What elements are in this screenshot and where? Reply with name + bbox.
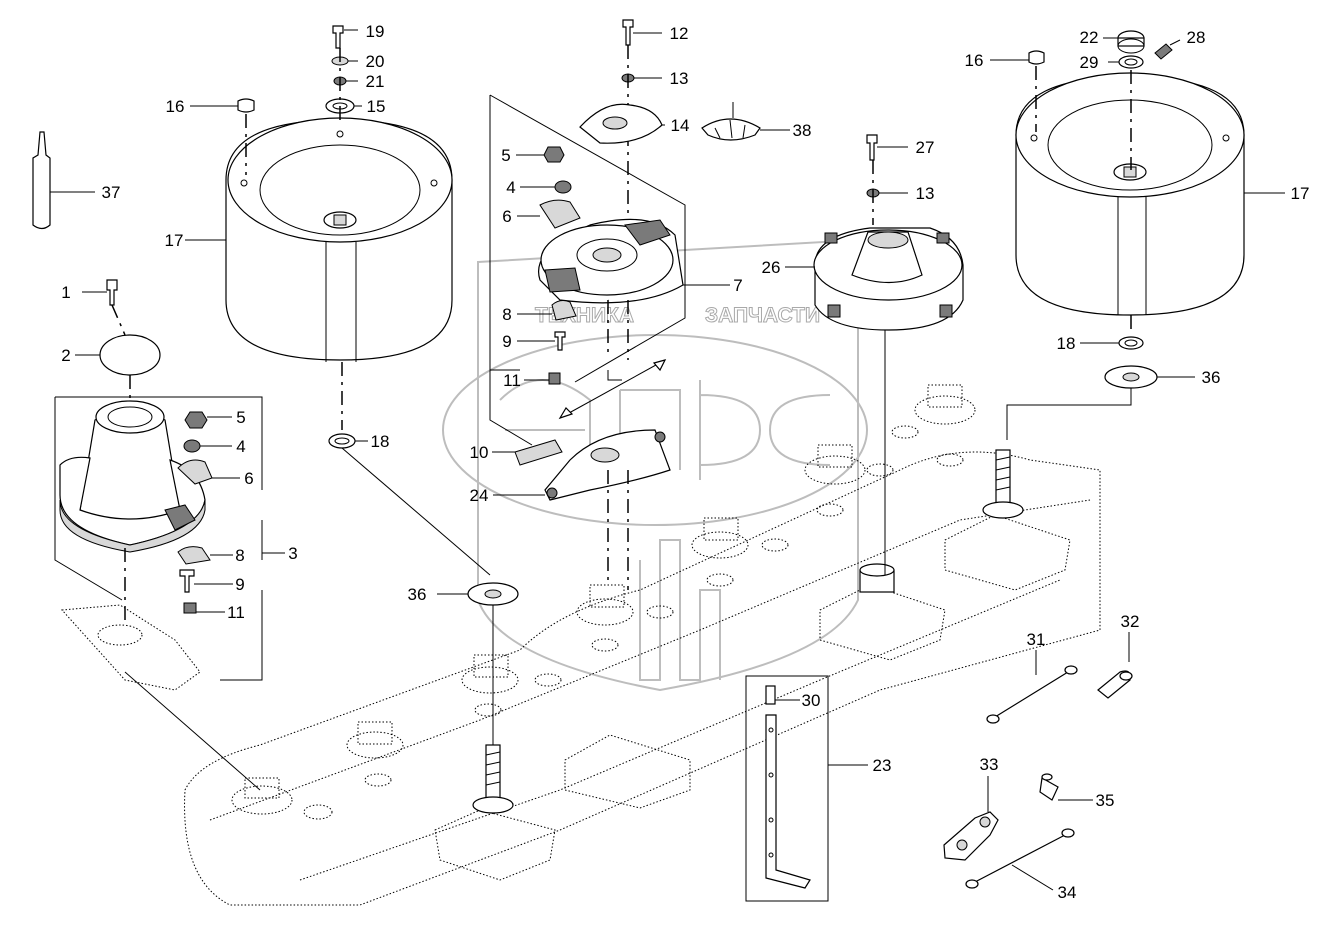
callout-31: 31 [1027,630,1046,649]
beam-left-hole [97,624,143,646]
beam-left-bracket [60,604,201,691]
callout-4a: 4 [236,437,245,456]
callout-1: 1 [61,283,70,302]
pin-32 [1097,632,1133,699]
callout-15: 15 [367,97,386,116]
callout-22: 22 [1080,28,1099,47]
drive-shaft-right [982,449,1024,519]
callout-9a: 9 [235,575,244,594]
rotor-hub-26 [785,134,964,575]
clamp-33 [943,776,999,861]
callout-34: 34 [1058,883,1077,902]
cotter-pin-35 [1039,773,1093,801]
beam-hub-5 [691,517,789,587]
callout-19: 19 [366,22,385,41]
callout-24: 24 [470,486,489,505]
beam-hub-4 [576,584,674,652]
callout-2: 2 [61,346,70,365]
callout-10: 10 [470,443,489,462]
linch-cable-34 [965,828,1075,891]
callout-18a: 18 [371,432,390,451]
callout-18b: 18 [1057,334,1076,353]
callout-8a: 8 [235,546,244,565]
callout-27: 27 [916,138,935,157]
callout-37: 37 [102,183,121,202]
callout-33: 33 [980,755,999,774]
watermark-buildings [639,539,721,681]
callout-12: 12 [670,24,689,43]
callout-7: 7 [733,276,742,295]
callout-6b: 6 [502,207,511,226]
callout-16a: 16 [166,97,185,116]
left-disc-assembly [54,279,285,791]
callout-38: 38 [793,121,812,140]
hub-center-right [859,563,895,593]
watermark-brand-left: ТЕХНИКА [535,304,634,327]
watermark-shield [477,238,859,692]
right-drum-cover [990,30,1285,316]
callout-23: 23 [873,756,892,775]
beam-hub-6 [804,444,894,517]
callout-13a: 13 [670,69,689,88]
left-drum-fasteners [190,25,362,175]
callout-21: 21 [366,72,385,91]
gearbox-housing-right [819,514,1071,661]
beam-hub-2 [346,721,404,787]
grease-tube [32,131,95,230]
callout-36b: 36 [1202,368,1221,387]
callout-8b: 8 [502,305,511,324]
callout-11a: 11 [227,603,245,622]
drive-shaft-left [472,744,514,814]
beam-hub-3 [461,654,562,717]
callout-9b: 9 [502,332,511,351]
callout-26: 26 [762,258,781,277]
beam-front-line [299,579,1061,881]
callout-6a: 6 [244,469,253,488]
linch-cable-31 [986,650,1078,724]
strip-23 [745,675,868,902]
callout-16b: 16 [965,51,984,70]
left-drum-cover [185,117,453,362]
callout-17a: 17 [165,231,184,250]
callout-17b: 17 [1291,184,1310,203]
callout-36a: 36 [408,585,427,604]
center-assembly [489,19,790,590]
callout-11b: 11 [503,371,521,390]
callout-20: 20 [366,52,385,71]
callout-labels: 1 2 3 4 4 5 5 6 6 7 8 8 9 9 10 11 11 12 … [61,22,1309,902]
right-drum-lower [1006,315,1195,440]
left-drum-ring-18 [328,362,491,576]
beam-inner-line [209,499,1091,821]
callout-4b: 4 [506,178,515,197]
callout-13b: 13 [916,184,935,203]
callout-32: 32 [1121,612,1140,631]
callout-28: 28 [1187,28,1206,47]
washer-36-left [437,582,519,745]
callout-35: 35 [1096,791,1115,810]
callout-30: 30 [802,691,821,710]
watermark-brand-right: ЗАПЧАСТИ [705,304,820,327]
callout-14: 14 [671,116,690,135]
beam-hub-1 [231,777,333,820]
beam-hub-7 [891,384,976,467]
callout-29: 29 [1080,53,1099,72]
callout-3: 3 [288,544,297,563]
callout-5b: 5 [501,146,510,165]
mower-beam [60,384,1101,906]
callout-5a: 5 [236,408,245,427]
